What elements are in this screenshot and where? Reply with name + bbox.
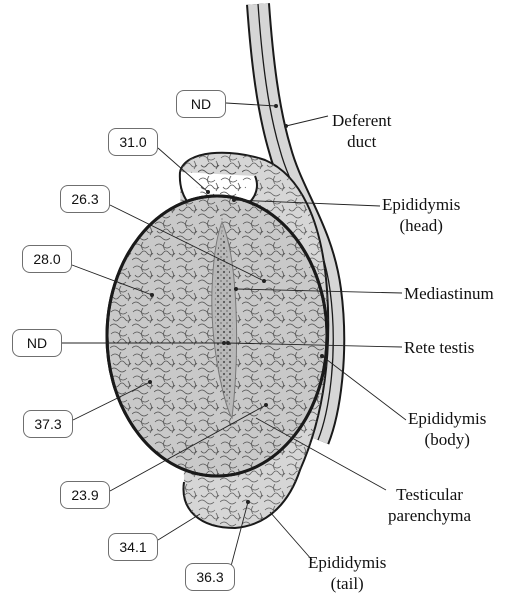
leader-deferent-duct-dot — [274, 104, 278, 108]
leader-rete-testis-dot — [222, 341, 226, 345]
leader-lower-left-parenchyma-dot — [148, 380, 152, 384]
label-testicular-parenchyma-line1: Testicular — [388, 484, 471, 505]
leader-label-epididymis-tail — [270, 512, 312, 560]
label-deferent-duct-line2: duct — [332, 131, 391, 152]
label-mediastinum: Mediastinum — [404, 283, 494, 304]
leader-label-mediastinum-dot — [234, 287, 238, 291]
value-deferent-duct: ND — [176, 90, 226, 118]
value-lower-left-parenchyma: 37.3 — [23, 410, 73, 438]
label-epididymis-head: Epididymis (head) — [382, 194, 460, 236]
value-lower-parenchyma: 23.9 — [60, 481, 110, 509]
leader-epididymis-tail-b-dot — [246, 500, 250, 504]
label-epididymis-body-line1: Epididymis — [408, 408, 486, 429]
leader-label-rete-testis-dot — [226, 341, 230, 345]
label-epididymis-head-line2: (head) — [382, 215, 460, 236]
leader-label-epididymis-head-dot — [232, 198, 236, 202]
label-testicular-parenchyma: Testicular parenchyma — [388, 484, 471, 526]
leader-epididymis-tail-a — [158, 514, 200, 540]
label-epididymis-tail-line2: (tail) — [308, 573, 386, 594]
label-epididymis-body-line2: (body) — [408, 429, 486, 450]
label-epididymis-head-line1: Epididymis — [382, 194, 460, 215]
testis-body — [107, 196, 327, 476]
label-rete-testis: Rete testis — [404, 337, 474, 358]
leader-label-epididymis-body-dot — [320, 354, 324, 358]
value-left-parenchyma: 28.0 — [22, 245, 72, 273]
value-epididymis-head: 31.0 — [108, 128, 158, 156]
value-rete-testis: ND — [12, 329, 62, 357]
label-epididymis-body: Epididymis (body) — [408, 408, 486, 450]
label-testicular-parenchyma-line2: parenchyma — [388, 505, 471, 526]
label-deferent-duct-line1: Deferent — [332, 110, 391, 131]
leader-label-deferent-duct-dot — [284, 124, 288, 128]
leader-lower-parenchyma-dot — [264, 403, 268, 407]
value-epididymis-tail-b: 36.3 — [185, 563, 235, 591]
label-epididymis-tail-line1: Epididymis — [308, 552, 386, 573]
leader-upper-parenchyma-dot — [262, 279, 266, 283]
leader-left-parenchyma-dot — [150, 293, 154, 297]
value-upper-parenchyma: 26.3 — [60, 185, 110, 213]
label-deferent-duct: Deferent duct — [332, 110, 391, 152]
leader-label-deferent-duct — [286, 116, 328, 126]
label-epididymis-tail: Epididymis (tail) — [308, 552, 386, 594]
value-epididymis-tail-a: 34.1 — [108, 533, 158, 561]
leader-epididymis-head-dot — [206, 190, 210, 194]
